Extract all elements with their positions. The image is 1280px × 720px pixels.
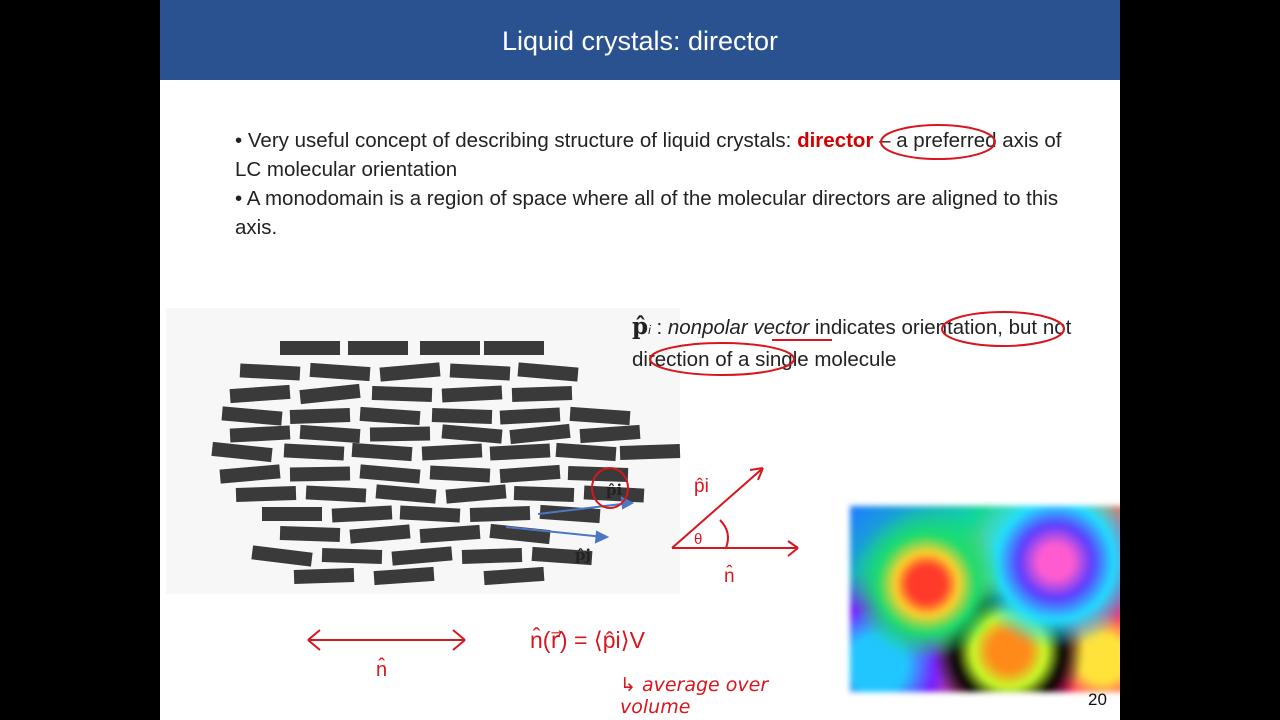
angle-vector-n [672,541,798,556]
molecule-rod [280,341,340,355]
molecule-rod [360,464,421,483]
molecule-rod [348,341,408,355]
molecule-rod [400,505,461,522]
molecule-rod [620,444,680,460]
molecule-rod [580,425,641,443]
molecule-rod [310,363,371,381]
label-p-j: p̂j [575,546,591,564]
molecule-rod [489,524,550,544]
molecule-rod [211,442,272,462]
molecule-rod [306,485,367,502]
director-label-n: n̂ [376,658,387,681]
molecule-rod [420,525,481,543]
molecule-rod [236,486,296,502]
molecule-rod [230,385,291,403]
molecule-rod [462,548,522,564]
molecule-rod [430,465,491,482]
molecule-rod [300,425,361,443]
molecule-rod [420,341,480,355]
molecule-rod [284,443,345,460]
molecule-rod [230,425,291,442]
director-double-arrow [308,630,465,650]
molecule-rod [514,486,574,502]
molecule-rod [392,546,453,565]
molecule-rod [518,362,579,381]
director-equation: n̂(r⃗) = ⟨p̂i⟩V [530,626,646,653]
molecule-rod [442,385,503,402]
circle-director [881,125,995,159]
molecule-rod [376,484,437,503]
angle-vector-p [672,468,763,548]
molecule-rod [220,464,281,483]
molecule-rod [512,386,572,402]
angle-theta: θ [694,531,702,548]
molecule-field [211,341,680,585]
label-p-i: p̂i [606,481,622,499]
molecule-rod [332,505,393,522]
arrow-head-p-j [596,532,607,542]
molecule-rod [484,567,545,585]
circle-orientation [942,312,1064,346]
molecule-rod [500,465,561,483]
molecule-rod [470,506,530,522]
angle-label-n: n̂ [724,565,735,587]
molecule-rod [222,406,283,425]
molecule-rod [570,407,631,425]
molecule-rod [294,568,354,584]
molecule-rod [490,443,551,460]
molecule-rod [422,443,483,460]
angle-label-p: p̂i [694,476,709,497]
molecule-rod [370,426,430,441]
molecule-rod [509,424,570,444]
molecule-rod [322,548,382,564]
molecule-rod [484,341,544,355]
average-note: ↳ average over volume [620,674,820,718]
molecule-rod [350,524,411,543]
molecule-rod [500,407,561,424]
circle-not-direction [650,343,794,375]
molecule-rod [432,408,492,424]
molecule-rod [251,545,312,566]
defect-texture-image [850,506,1120,692]
molecule-rod [374,567,435,585]
page-number: 20 [1088,690,1107,710]
molecule-rod [556,443,617,461]
molecule-rod [240,363,301,380]
molecule-rod [280,526,340,542]
molecule-rod [360,407,421,425]
molecule-rod [352,443,413,461]
molecule-rod [450,363,511,380]
molecule-rod [290,408,350,424]
molecule-rod [290,466,350,481]
molecule-rod [380,362,441,381]
molecule-rod [262,507,322,521]
molecule-rod [372,386,432,402]
molecule-rod [299,384,360,404]
angle-arc [720,520,728,548]
molecule-rod [442,424,503,443]
molecule-rod [446,484,507,503]
slide: Liquid crystals: director • Very useful … [160,0,1120,720]
